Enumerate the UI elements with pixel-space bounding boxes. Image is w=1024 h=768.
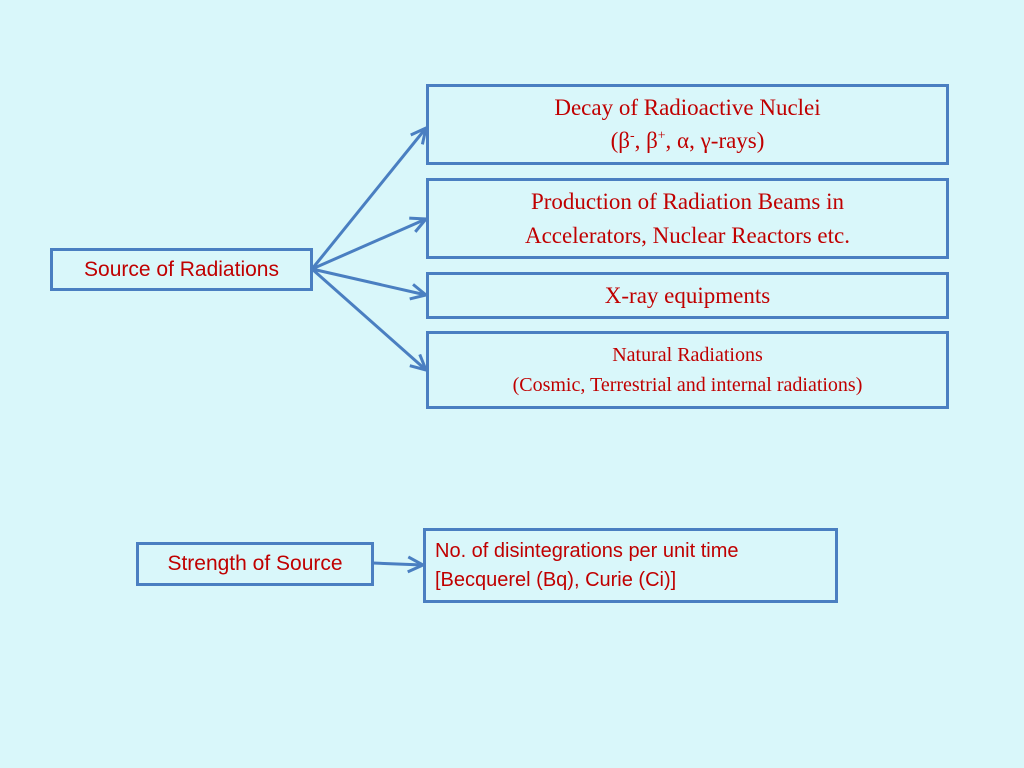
arrow-to-natural [311, 267, 426, 370]
source-of-radiations-label: Source of Radiations [84, 257, 279, 281]
natural-radiations-box: Natural Radiations (Cosmic, Terrestrial … [426, 331, 949, 409]
xray-label: X-ray equipments [604, 282, 771, 308]
source-of-radiations-box: Source of Radiations [50, 248, 313, 291]
xray-box: X-ray equipments [426, 272, 949, 319]
arrow-to-disintegration [372, 563, 423, 565]
production-line1: Production of Radiation Beams in [530, 189, 844, 215]
production-line2: Accelerators, Nuclear Reactors etc. [524, 222, 850, 248]
natural-line1: Natural Radiations [612, 344, 763, 366]
decay-box: Decay of Radioactive Nuclei (β-, β+, α, … [426, 84, 949, 165]
decay-title: Decay of Radioactive Nuclei [554, 95, 821, 121]
arrow-to-decay [310, 128, 426, 270]
natural-line2: (Cosmic, Terrestrial and internal radiat… [512, 374, 863, 396]
production-box: Production of Radiation Beams in Acceler… [426, 178, 949, 259]
strength-of-source-box: Strength of Source [136, 542, 374, 586]
arrow-to-production [311, 219, 426, 271]
disintegration-box: No. of disintegrations per unit time [Be… [423, 528, 838, 603]
disintegration-line1: No. of disintegrations per unit time [435, 539, 739, 562]
decay-particles: (β-, β+, α, γ-rays) [610, 126, 765, 153]
strength-of-source-label: Strength of Source [167, 552, 343, 575]
arrow-to-xray [311, 267, 426, 295]
disintegration-line2: [Becquerel (Bq), Curie (Ci)] [435, 568, 677, 591]
